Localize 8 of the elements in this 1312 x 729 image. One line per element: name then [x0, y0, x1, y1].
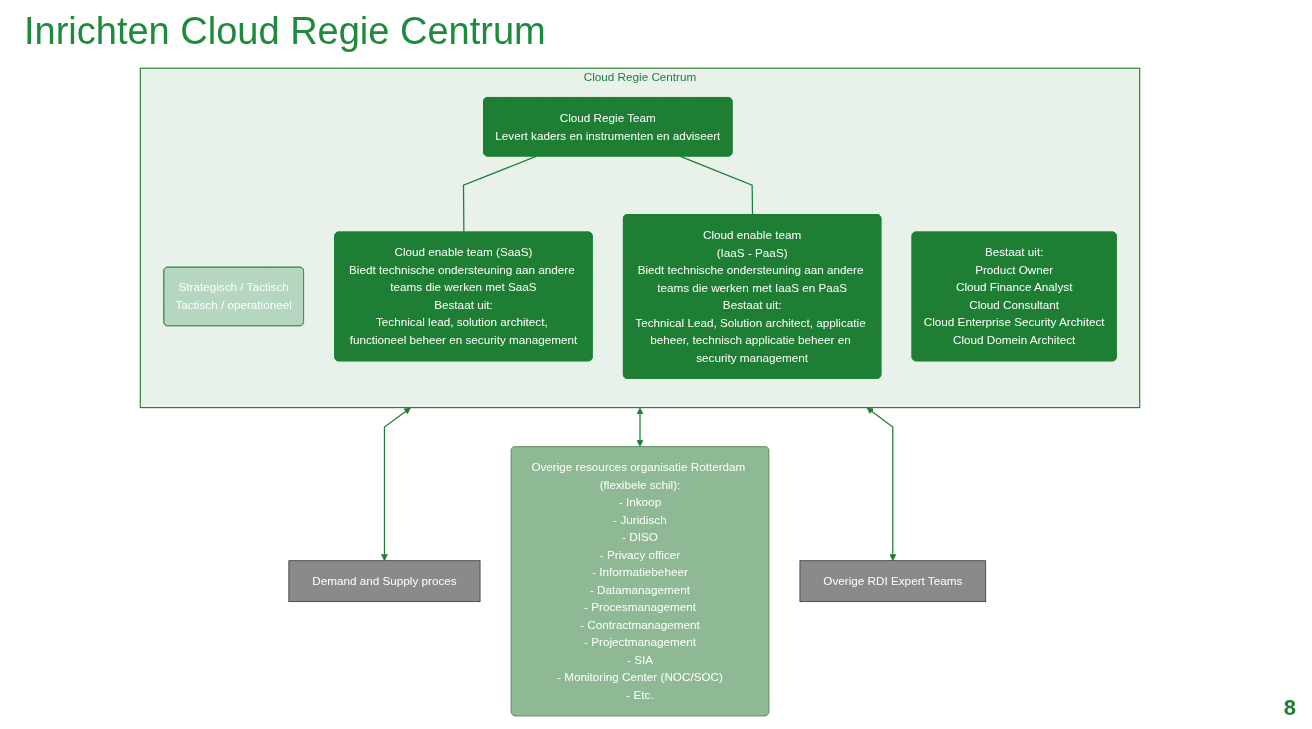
arrow: [866, 407, 897, 561]
node-box: Demand and Supply proces: [288, 560, 481, 603]
page-number: 8: [1283, 695, 1296, 721]
node-box: Overige RDI Expert Teams: [799, 560, 987, 603]
diagram-title: Inrichten Cloud Regie Centrum: [24, 10, 546, 53]
arrow: [381, 407, 411, 561]
arrow: [636, 407, 644, 447]
connector: [462, 155, 537, 234]
